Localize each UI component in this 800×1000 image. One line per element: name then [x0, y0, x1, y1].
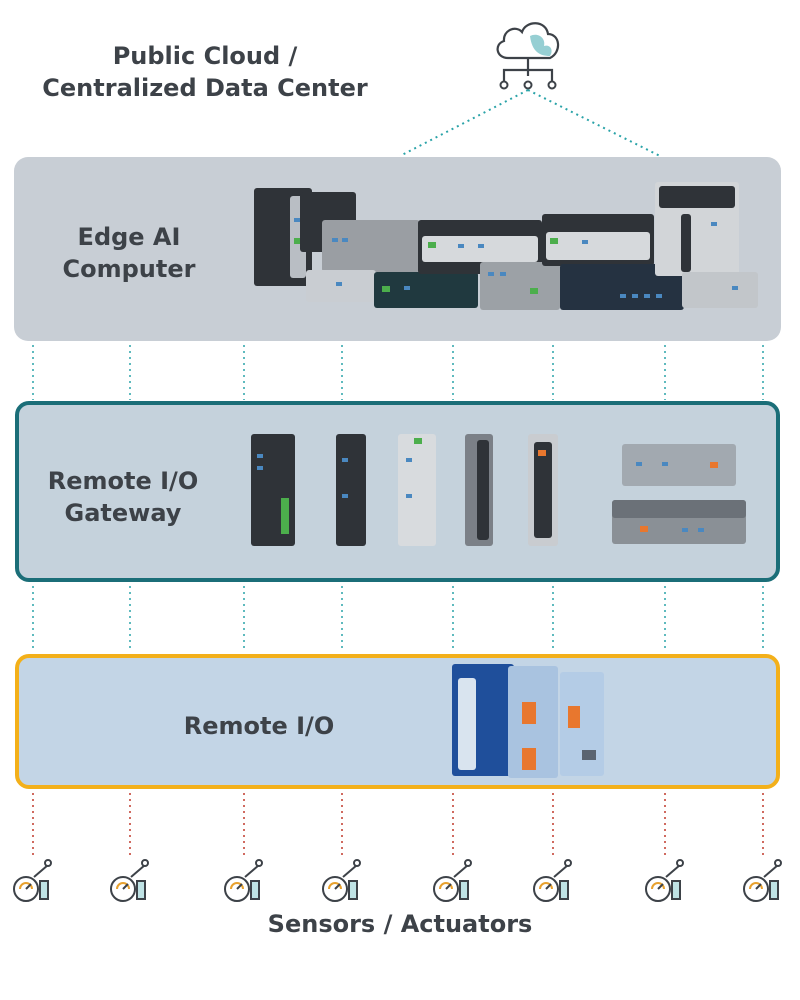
gateway-device [336, 434, 366, 546]
gateway-device [465, 434, 493, 546]
gauge-sensor-icon [743, 859, 782, 902]
gateway-device [612, 500, 746, 544]
gauge-sensor-icon [322, 859, 361, 902]
sensor-row [0, 855, 800, 905]
gateway-rio-links [32, 586, 764, 652]
edge-computers-image [250, 180, 760, 315]
gateway-label-line2: Gateway [64, 499, 182, 527]
edge-device [374, 272, 478, 308]
remote-io-gateway-panel: Remote I/O Gateway [15, 401, 780, 582]
gauge-sensor-icon [110, 859, 149, 902]
gateway-device [528, 434, 558, 546]
cloud-title-line2: Centralized Data Center [42, 74, 368, 102]
remote-io-panel: Remote I/O [15, 654, 780, 789]
rio-sensor-links [32, 793, 764, 858]
gateway-label-line1: Remote I/O [47, 467, 199, 495]
cloud-network-icon [496, 22, 560, 90]
cloud-link-left [399, 89, 529, 157]
gauge-sensor-icon [224, 859, 263, 902]
edge-device [682, 272, 758, 308]
edge-device [306, 270, 376, 302]
io-module [452, 664, 514, 776]
edge-gateway-links [32, 345, 764, 400]
io-module [508, 666, 558, 778]
edge-device [322, 220, 420, 272]
edge-ai-label-line2: Computer [62, 255, 196, 283]
cloud-link-right [527, 89, 661, 157]
edge-ai-label-line1: Edge AI [77, 223, 181, 251]
io-module [560, 672, 604, 776]
gateway-device [398, 434, 436, 546]
cloud-title-line1: Public Cloud / [112, 42, 298, 70]
edge-ai-label: Edge AI Computer [34, 221, 224, 285]
edge-device [480, 262, 560, 310]
cloud-title: Public Cloud / Centralized Data Center [40, 40, 370, 104]
gateway-device [622, 444, 736, 486]
gauge-sensor-icon [645, 859, 684, 902]
edge-ai-computer-panel: Edge AI Computer [14, 157, 781, 341]
gauge-sensor-icon [533, 859, 572, 902]
edge-device [655, 182, 739, 276]
gauge-sensor-icon [13, 859, 52, 902]
sensors-actuators-label: Sensors / Actuators [267, 910, 533, 938]
gateway-device [251, 434, 295, 546]
gauge-sensor-icon [433, 859, 472, 902]
gateway-label: Remote I/O Gateway [33, 465, 213, 529]
remote-io-label: Remote I/O [183, 712, 335, 740]
remote-io-modules-image [452, 660, 612, 780]
edge-device [542, 214, 654, 266]
